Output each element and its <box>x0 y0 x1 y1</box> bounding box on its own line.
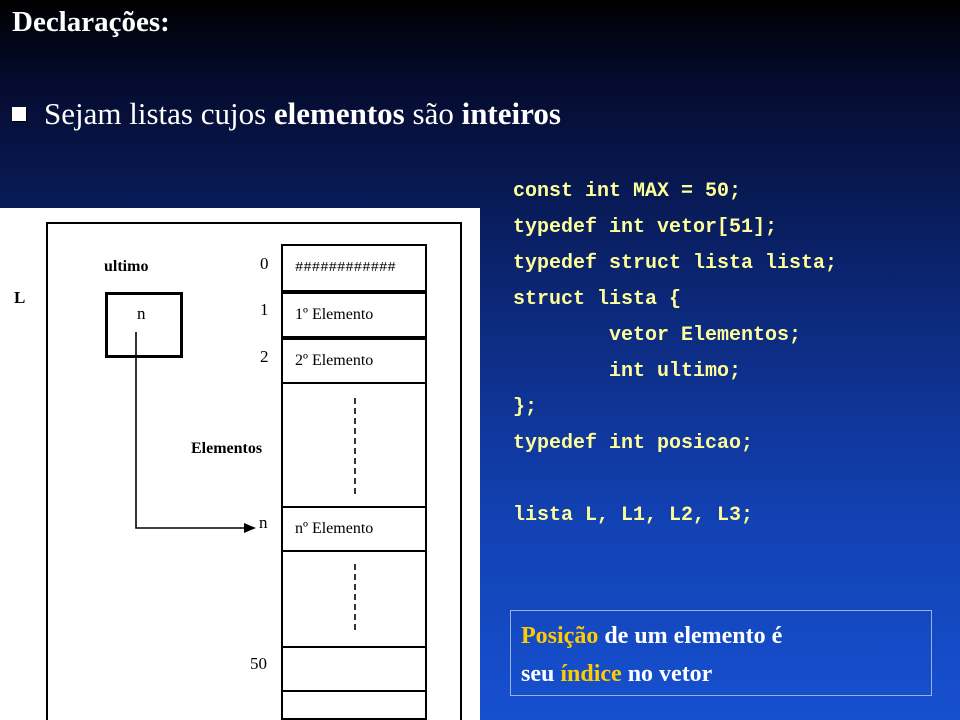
code-line <box>513 462 837 498</box>
ultimo-value-box <box>105 292 183 358</box>
index-label: 0 <box>260 254 269 273</box>
note-line-1: Posição de um elemento é <box>521 617 921 655</box>
ellipsis-dashes <box>354 564 356 630</box>
array-cell: ############ <box>281 244 427 292</box>
note-text: seu <box>521 661 561 687</box>
bullet-text: Sejam listas cujos elementos são inteiro… <box>44 96 561 132</box>
code-line: vetor Elementos; <box>609 324 802 347</box>
index-label: n <box>259 513 268 532</box>
variable-label-L: L <box>14 288 26 307</box>
code-line: typedef struct lista lista; <box>513 252 838 275</box>
struct-outer-box <box>46 222 462 720</box>
code-line: struct lista { <box>513 288 682 311</box>
elementos-label: Elementos <box>191 440 263 457</box>
list-structure-diagram: L ultimo n Elementos 0 1 2 n 50 ########… <box>0 208 480 720</box>
index-label: 1 <box>260 300 269 319</box>
ellipsis-dashes <box>354 398 356 494</box>
note-accent-posicao: Posição <box>521 623 599 649</box>
note-line-2: seu índice no vetor <box>521 655 921 693</box>
pointer-arrow <box>135 332 256 533</box>
code-block: const int MAX = 50; typedef int vetor[51… <box>513 174 837 534</box>
index-label: 2 <box>260 347 269 366</box>
ultimo-label: ultimo <box>104 258 149 275</box>
note-text: no vetor <box>621 661 713 687</box>
slide-title: Declarações: <box>12 6 170 38</box>
array-cell: 1º Elemento <box>281 292 427 338</box>
bullet-item: Sejam listas cujos elementos são inteiro… <box>12 96 561 132</box>
bullet-text-part1: Sejam listas cujos <box>44 96 274 131</box>
note-accent-indice: índice <box>560 661 622 687</box>
array-cell <box>281 646 427 692</box>
note-text: de um elemento é <box>598 623 783 649</box>
bullet-emphasis-elementos: elementos <box>273 96 405 131</box>
note-box: Posição de um elemento é seu índice no v… <box>510 610 932 696</box>
code-line: lista L, L1, L2, L3; <box>513 504 754 527</box>
ultimo-value: n <box>137 304 146 323</box>
bullet-emphasis-inteiros: inteiros <box>461 96 561 131</box>
code-line: typedef int posicao; <box>513 432 754 455</box>
code-line: }; <box>513 396 538 419</box>
square-bullet-icon <box>12 107 26 121</box>
code-line: const int MAX = 50; <box>513 180 742 203</box>
bullet-text-part2: são <box>404 96 462 131</box>
array-cell: 2º Elemento <box>281 338 427 384</box>
index-label: 50 <box>250 654 267 673</box>
array-cell: nº Elemento <box>281 506 427 552</box>
code-line: typedef int vetor[51]; <box>513 216 778 239</box>
code-line: int ultimo; <box>609 360 742 383</box>
